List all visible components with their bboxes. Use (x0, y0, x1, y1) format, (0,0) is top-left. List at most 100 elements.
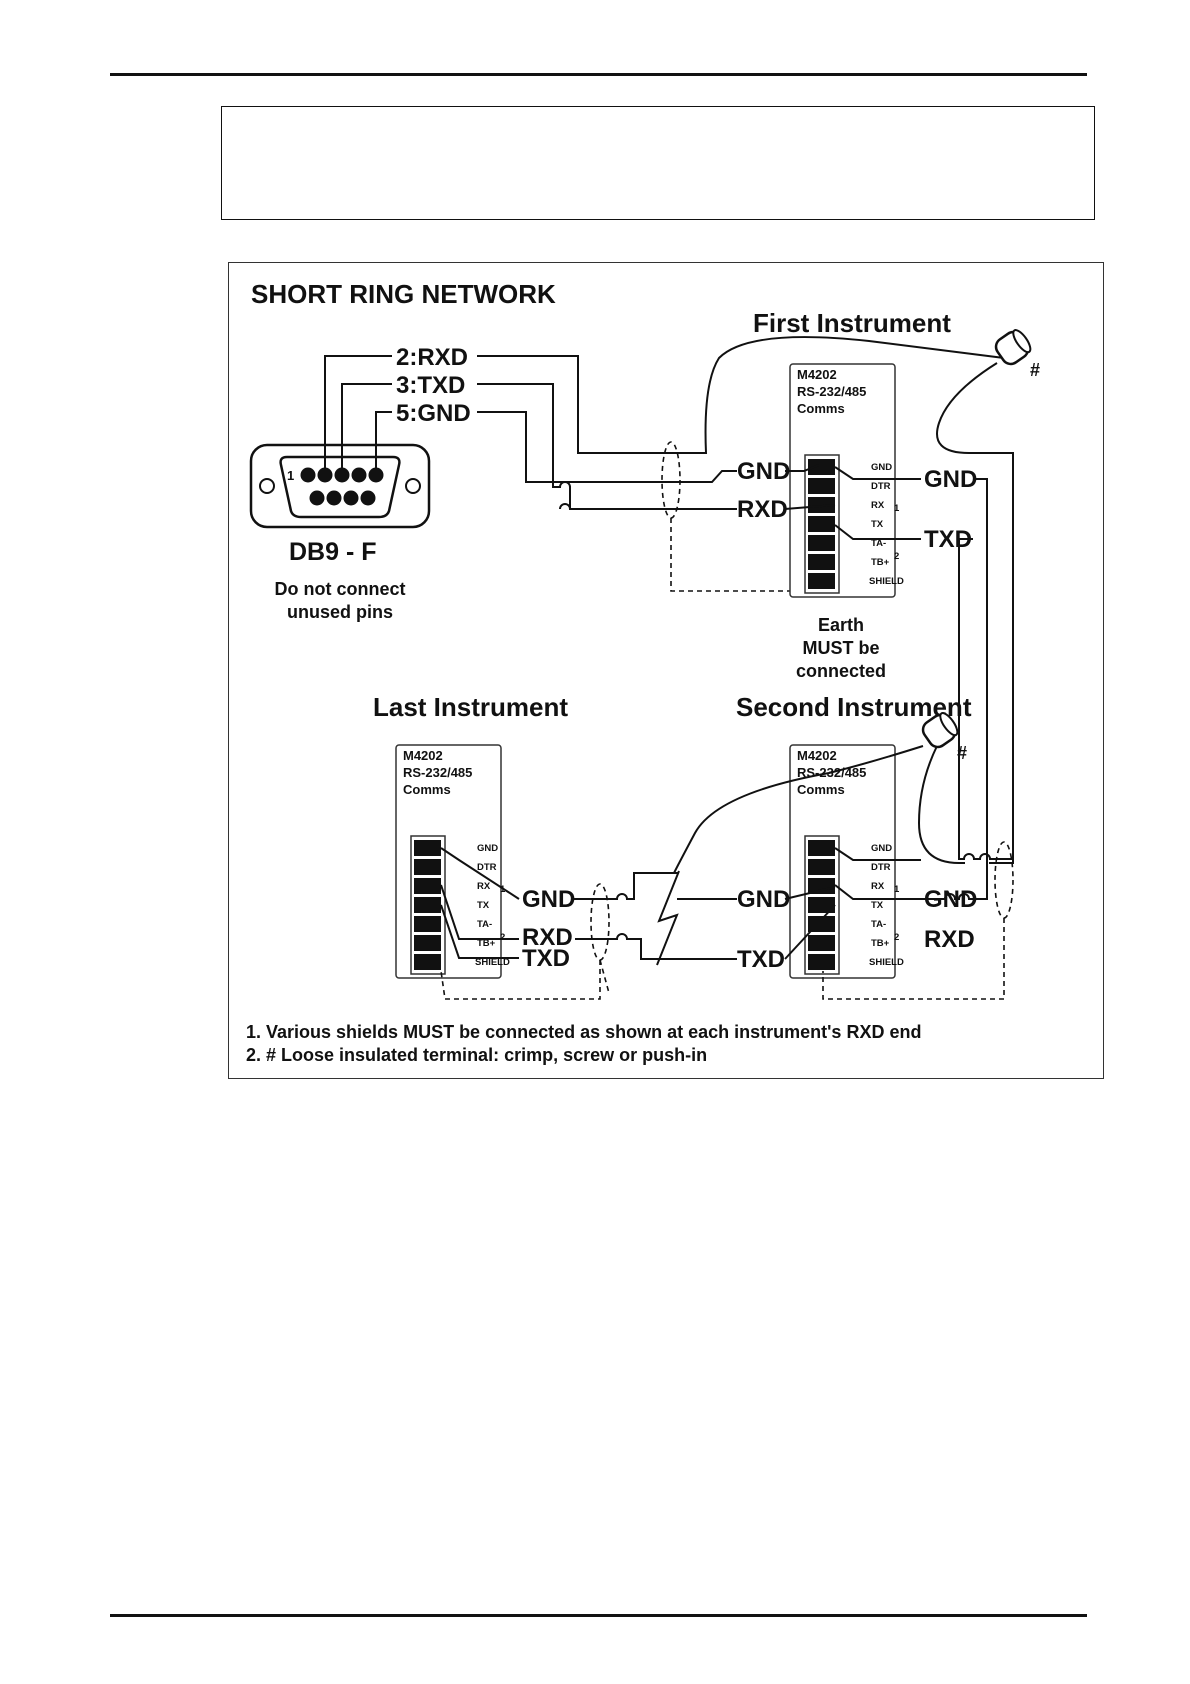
first-term-label-rx: RX (871, 500, 885, 511)
footer-rule (110, 1614, 1087, 1617)
first-left-rxd-label: RXD (737, 496, 788, 523)
first-left-gnd-label: GND (737, 458, 790, 485)
second-shield-drain (822, 918, 1005, 1000)
wire-first-txd-down (958, 538, 1013, 860)
second-module-model: M4202 (797, 748, 837, 763)
last-shield-drain (440, 960, 601, 1000)
last-term-label-dtr: DTR (477, 862, 497, 873)
second-txd-in-lead (784, 904, 836, 960)
second-shield-ellipse (994, 841, 1014, 919)
first-terminal-shield (808, 573, 835, 589)
last-term-label-rx: RX (477, 881, 491, 892)
first-term-label-ta: TA- (871, 538, 886, 549)
wire-db9-gnd-stub (375, 411, 392, 475)
last-term-label-gnd: GND (477, 843, 498, 854)
first-gnd-lead (785, 464, 835, 472)
second-terminal-gnd (808, 840, 835, 856)
last-terminal-tb (414, 935, 441, 951)
db9-pin-txd-label: 3:TXD (396, 372, 465, 399)
last-term-label-shield: SHIELD (475, 957, 510, 968)
first-term-label-shield: SHIELD (869, 576, 904, 587)
first-term-label-dtr: DTR (871, 481, 891, 492)
db9-pin-7 (326, 490, 342, 506)
wire-last-gnd-to-break (611, 872, 679, 900)
db9-note-line2: unused pins (287, 602, 393, 622)
last-terminal-rx (414, 878, 441, 894)
footnote-1: 1. Various shields MUST be connected as … (246, 1022, 921, 1042)
second-terminal-rx (808, 878, 835, 894)
second-right-gnd-label: GND (924, 886, 977, 913)
first-module-model: M4202 (797, 367, 837, 382)
second-term-label-ta: TA- (871, 919, 886, 930)
db9-pin1-label: 1 (287, 468, 294, 483)
db9-screw-right (405, 478, 421, 494)
earth-note-line1: Earth (818, 615, 864, 635)
first-terminal-ta (808, 535, 835, 551)
wire-db9-txd-stub (341, 383, 392, 475)
db9-pin-rxd-label: 2:RXD (396, 344, 468, 371)
first-shield-drain (670, 518, 824, 592)
db9-pin-8 (343, 490, 359, 506)
first-module-interface: RS-232/485 (797, 384, 866, 399)
db9-pin-1 (300, 467, 316, 483)
wire-last-rxd-to-second-txd (611, 933, 737, 960)
first-txd-out-lead (834, 524, 921, 540)
wiring-diagram-svg: SHORT RING NETWORK First Instrument Last… (246, 279, 1040, 1065)
cable-break-symbol (656, 870, 680, 966)
db9-wires (324, 336, 1005, 510)
first-terminal-gnd (808, 459, 835, 475)
second-gnd-in-lead (784, 886, 836, 900)
db9-screw-left (259, 478, 275, 494)
last-terminal-gnd (414, 840, 441, 856)
first-term-label-gnd: GND (871, 462, 892, 473)
footnote-2: 2. # Loose insulated terminal: crimp, sc… (246, 1045, 707, 1065)
diagram-title: SHORT RING NETWORK (251, 279, 556, 309)
last-txd-label: TXD (522, 945, 570, 972)
second-gnd-out-lead (834, 847, 921, 861)
note-box (221, 106, 1095, 220)
wire-second-earth-to-last (673, 745, 924, 874)
second-terminal-tb (808, 935, 835, 951)
db9-pin-6 (309, 490, 325, 506)
second-left-txd-label: TXD (737, 946, 785, 973)
db9-name: DB9 - F (289, 538, 377, 566)
last-module-model: M4202 (403, 748, 443, 763)
wiring-diagram-figure: SHORT RING NETWORK First Instrument Last… (228, 262, 1104, 1079)
first-terminal-dtr (808, 478, 835, 494)
second-terminal-marker: # (957, 743, 967, 763)
first-terminal-marker: # (1030, 360, 1040, 380)
last-shield-tail (599, 959, 610, 994)
last-group2-label: 2 (500, 932, 505, 943)
wire-first-gnd-down (973, 478, 988, 900)
last-term-label-tb: TB+ (477, 938, 496, 949)
second-term-label-tx: TX (871, 900, 884, 911)
first-terminal-rx (808, 497, 835, 513)
first-loose-terminal (994, 329, 1032, 366)
second-right-rxd-label: RXD (924, 926, 975, 953)
db9-connector: 1 (249, 443, 431, 529)
second-term-label-tb: TB+ (871, 938, 890, 949)
last-terminal-ta (414, 916, 441, 932)
first-instrument-module: M4202 RS-232/485 Comms GND DTR RX TX TA-… (789, 363, 904, 598)
first-term-label-tx: TX (871, 519, 884, 530)
last-rxd-label: RXD (522, 924, 573, 951)
second-term-label-rx: RX (871, 881, 885, 892)
first-term-label-tb: TB+ (871, 557, 890, 568)
second-module-function: Comms (797, 782, 845, 797)
second-term-label-dtr: DTR (871, 862, 891, 873)
last-gnd-lead (440, 847, 520, 900)
last-gnd-label: GND (522, 886, 575, 913)
second-rxd-out-lead (834, 884, 923, 900)
first-terminal-tb (808, 554, 835, 570)
wire-db9-gnd-to-first-gnd (477, 411, 737, 483)
wire-first-earth-to-second (936, 362, 1014, 864)
last-instrument-module: M4202 RS-232/485 Comms GND DTR RX TX TA-… (395, 744, 510, 979)
last-terminal-tx (414, 897, 441, 913)
last-rxd-lead (440, 884, 519, 940)
last-txd-lead (440, 904, 519, 959)
wire-db9-rxd-to-first-tx (477, 336, 1005, 454)
first-instrument-label: First Instrument (753, 308, 951, 338)
earth-note-line2: MUST be (802, 638, 879, 658)
db9-pin-4 (351, 467, 367, 483)
db9-pin-gnd-label: 5:GND (396, 400, 471, 427)
